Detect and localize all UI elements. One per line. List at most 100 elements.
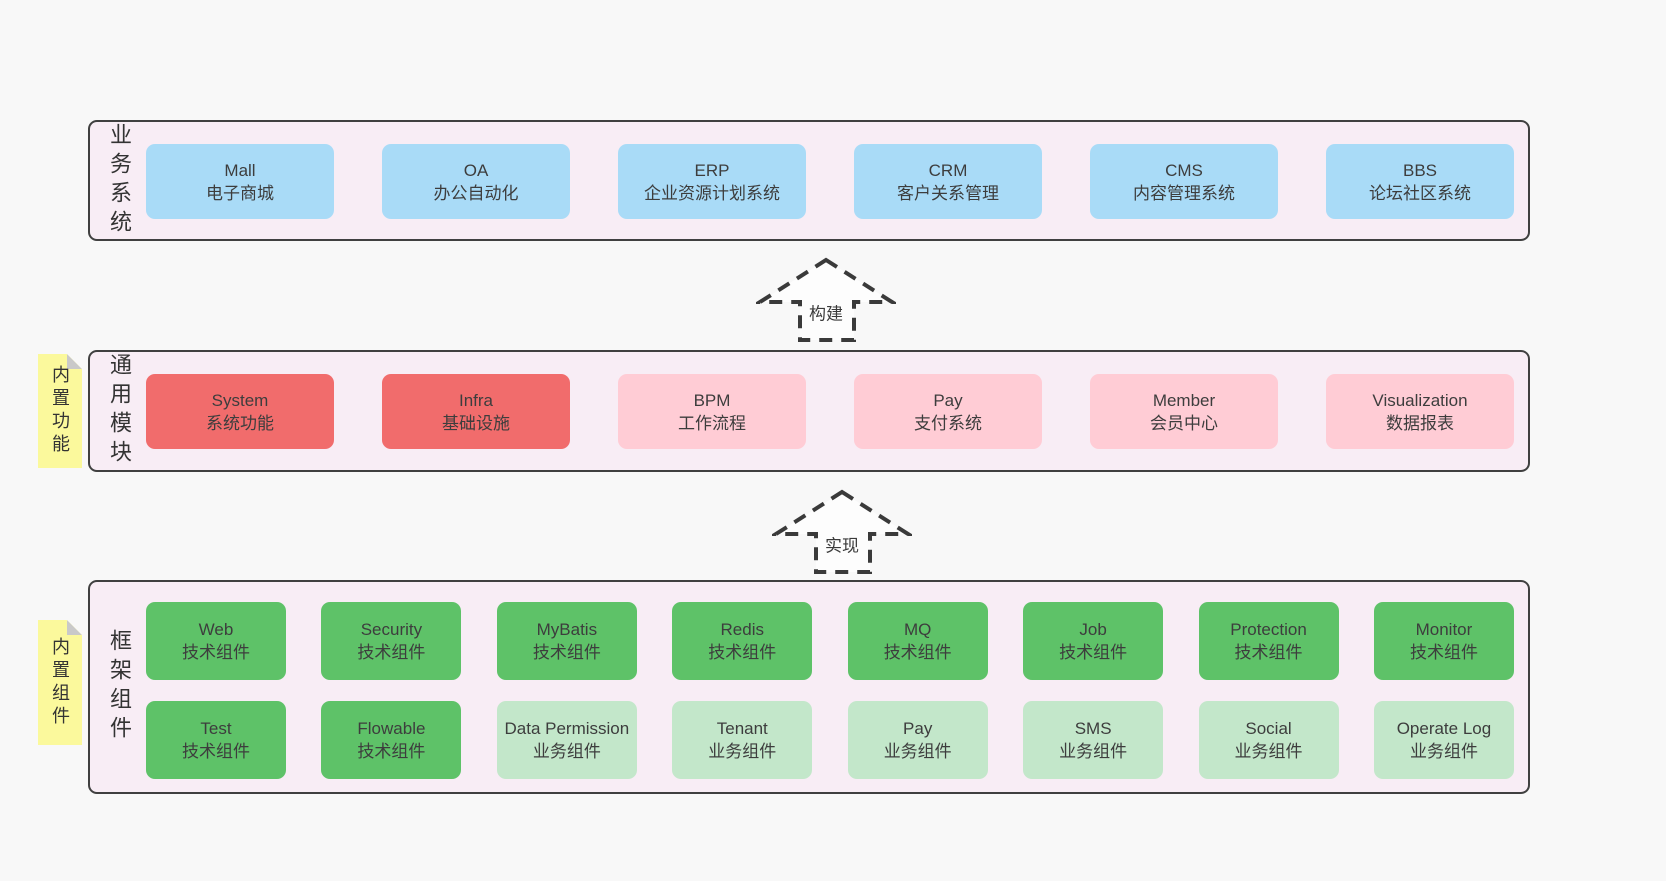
box-pay-module: Pay 支付系统 xyxy=(854,374,1042,449)
framework-box-row-1: Web 技术组件 Security 技术组件 MyBatis 技术组件 Redi… xyxy=(146,602,1514,680)
box-name: ERP xyxy=(694,160,730,180)
box-name: Operate Log xyxy=(1396,719,1492,738)
box-data-permission: Data Permission 业务组件 xyxy=(496,701,637,779)
box-name: Job xyxy=(1079,620,1107,639)
box-desc: 业务组件 xyxy=(1059,742,1128,761)
box-desc: 技术组件 xyxy=(883,643,952,662)
sticky-label: 内置组件 xyxy=(50,636,70,729)
box-name: CMS xyxy=(1165,160,1203,180)
modules-box-row: System 系统功能 Infra 基础设施 BPM 工作流程 Pay 支付系统… xyxy=(146,374,1514,449)
box-desc: 客户关系管理 xyxy=(897,183,999,203)
box-desc: 电子商城 xyxy=(206,183,274,203)
box-bbs: BBS 论坛社区系统 xyxy=(1326,144,1514,219)
box-redis: Redis 技术组件 xyxy=(672,602,813,680)
framework-box-row-2: Test 技术组件 Flowable 技术组件 Data Permission … xyxy=(146,701,1514,779)
box-mall: Mall 电子商城 xyxy=(146,144,334,219)
box-name: System xyxy=(211,390,269,410)
box-name: OA xyxy=(463,160,489,180)
box-bpm: BPM 工作流程 xyxy=(618,374,806,449)
box-pay-component: Pay 业务组件 xyxy=(847,701,988,779)
box-sms: SMS 业务组件 xyxy=(1023,701,1164,779)
box-name: Web xyxy=(198,620,234,639)
box-name: BBS xyxy=(1402,160,1438,180)
panel-label-modules: 通用模块 xyxy=(107,353,132,469)
build-arrow: 构建 xyxy=(753,256,899,344)
box-name: MyBatis xyxy=(536,620,598,639)
box-social: Social 业务组件 xyxy=(1198,701,1339,779)
box-name: Data Permission xyxy=(504,719,630,738)
panel-framework-components: 框架组件 Web 技术组件 Security 技术组件 MyBatis 技术组件… xyxy=(88,580,1530,794)
box-name: Member xyxy=(1152,390,1216,410)
box-name: Security xyxy=(360,620,423,639)
box-cms: CMS 内容管理系统 xyxy=(1090,144,1278,219)
box-name: MQ xyxy=(903,620,932,639)
box-desc: 技术组件 xyxy=(182,742,250,761)
panel-business-systems: 业务系统 Mall 电子商城 OA 办公自动化 ERP 企业资源计划系统 CRM… xyxy=(88,120,1530,241)
box-desc: 技术组件 xyxy=(182,643,250,662)
box-desc: 数据报表 xyxy=(1386,413,1454,433)
box-tenant: Tenant 业务组件 xyxy=(672,701,813,779)
box-name: Tenant xyxy=(716,719,768,738)
box-desc: 业务组件 xyxy=(883,742,952,761)
box-name: Test xyxy=(200,719,232,738)
box-flowable: Flowable 技术组件 xyxy=(321,701,462,779)
box-name: Visualization xyxy=(1372,390,1468,410)
implement-arrow-label: 实现 xyxy=(822,531,862,557)
box-desc: 技术组件 xyxy=(1059,643,1128,662)
box-name: Redis xyxy=(720,620,764,639)
implement-arrow: 实现 xyxy=(769,488,915,576)
box-desc: 技术组件 xyxy=(1234,643,1303,662)
box-desc: 技术组件 xyxy=(708,643,777,662)
box-protection: Protection 技术组件 xyxy=(1198,602,1339,680)
sticky-note-builtin-components: 内置组件 xyxy=(38,620,82,745)
box-name: Mall xyxy=(224,160,256,180)
sticky-note-builtin-features: 内置功能 xyxy=(38,354,82,468)
box-name: Social xyxy=(1245,719,1292,738)
box-desc: 业务组件 xyxy=(1409,742,1478,761)
box-system: System 系统功能 xyxy=(146,374,334,449)
box-name: SMS xyxy=(1074,719,1112,738)
box-desc: 基础设施 xyxy=(442,413,510,433)
box-desc: 技术组件 xyxy=(532,643,601,662)
box-member: Member 会员中心 xyxy=(1090,374,1278,449)
box-mq: MQ 技术组件 xyxy=(847,602,988,680)
box-desc: 会员中心 xyxy=(1150,413,1218,433)
panel-label-framework: 框架组件 xyxy=(107,629,132,745)
box-name: Protection xyxy=(1230,620,1307,639)
box-desc: 内容管理系统 xyxy=(1133,183,1235,203)
box-name: Pay xyxy=(903,719,933,738)
box-desc: 业务组件 xyxy=(532,742,601,761)
box-desc: 办公自动化 xyxy=(433,183,519,203)
box-erp: ERP 企业资源计划系统 xyxy=(618,144,806,219)
sticky-label: 内置功能 xyxy=(50,365,70,457)
box-desc: 工作流程 xyxy=(678,413,746,433)
box-crm: CRM 客户关系管理 xyxy=(854,144,1042,219)
box-desc: 业务组件 xyxy=(708,742,777,761)
box-infra: Infra 基础设施 xyxy=(382,374,570,449)
box-name: CRM xyxy=(928,160,968,180)
box-security: Security 技术组件 xyxy=(321,602,462,680)
panel-label-business: 业务系统 xyxy=(107,122,132,239)
box-desc: 企业资源计划系统 xyxy=(644,183,780,203)
box-name: Infra xyxy=(458,390,494,410)
box-monitor: Monitor 技术组件 xyxy=(1373,602,1514,680)
box-desc: 支付系统 xyxy=(914,413,982,433)
box-name: Flowable xyxy=(357,719,426,738)
box-desc: 技术组件 xyxy=(1409,643,1478,662)
box-desc: 技术组件 xyxy=(357,742,426,761)
box-name: Pay xyxy=(933,390,963,410)
box-job: Job 技术组件 xyxy=(1023,602,1164,680)
build-arrow-label: 构建 xyxy=(806,299,846,325)
box-visualization: Visualization 数据报表 xyxy=(1326,374,1514,449)
box-test: Test 技术组件 xyxy=(146,701,286,779)
folded-corner-icon xyxy=(67,620,82,635)
box-desc: 论坛社区系统 xyxy=(1369,183,1471,203)
box-web: Web 技术组件 xyxy=(146,602,286,680)
box-name: BPM xyxy=(693,390,731,410)
business-box-row: Mall 电子商城 OA 办公自动化 ERP 企业资源计划系统 CRM 客户关系… xyxy=(146,144,1514,219)
box-desc: 业务组件 xyxy=(1234,742,1303,761)
box-desc: 系统功能 xyxy=(206,413,274,433)
box-name: Monitor xyxy=(1415,620,1473,639)
box-mybatis: MyBatis 技术组件 xyxy=(496,602,637,680)
